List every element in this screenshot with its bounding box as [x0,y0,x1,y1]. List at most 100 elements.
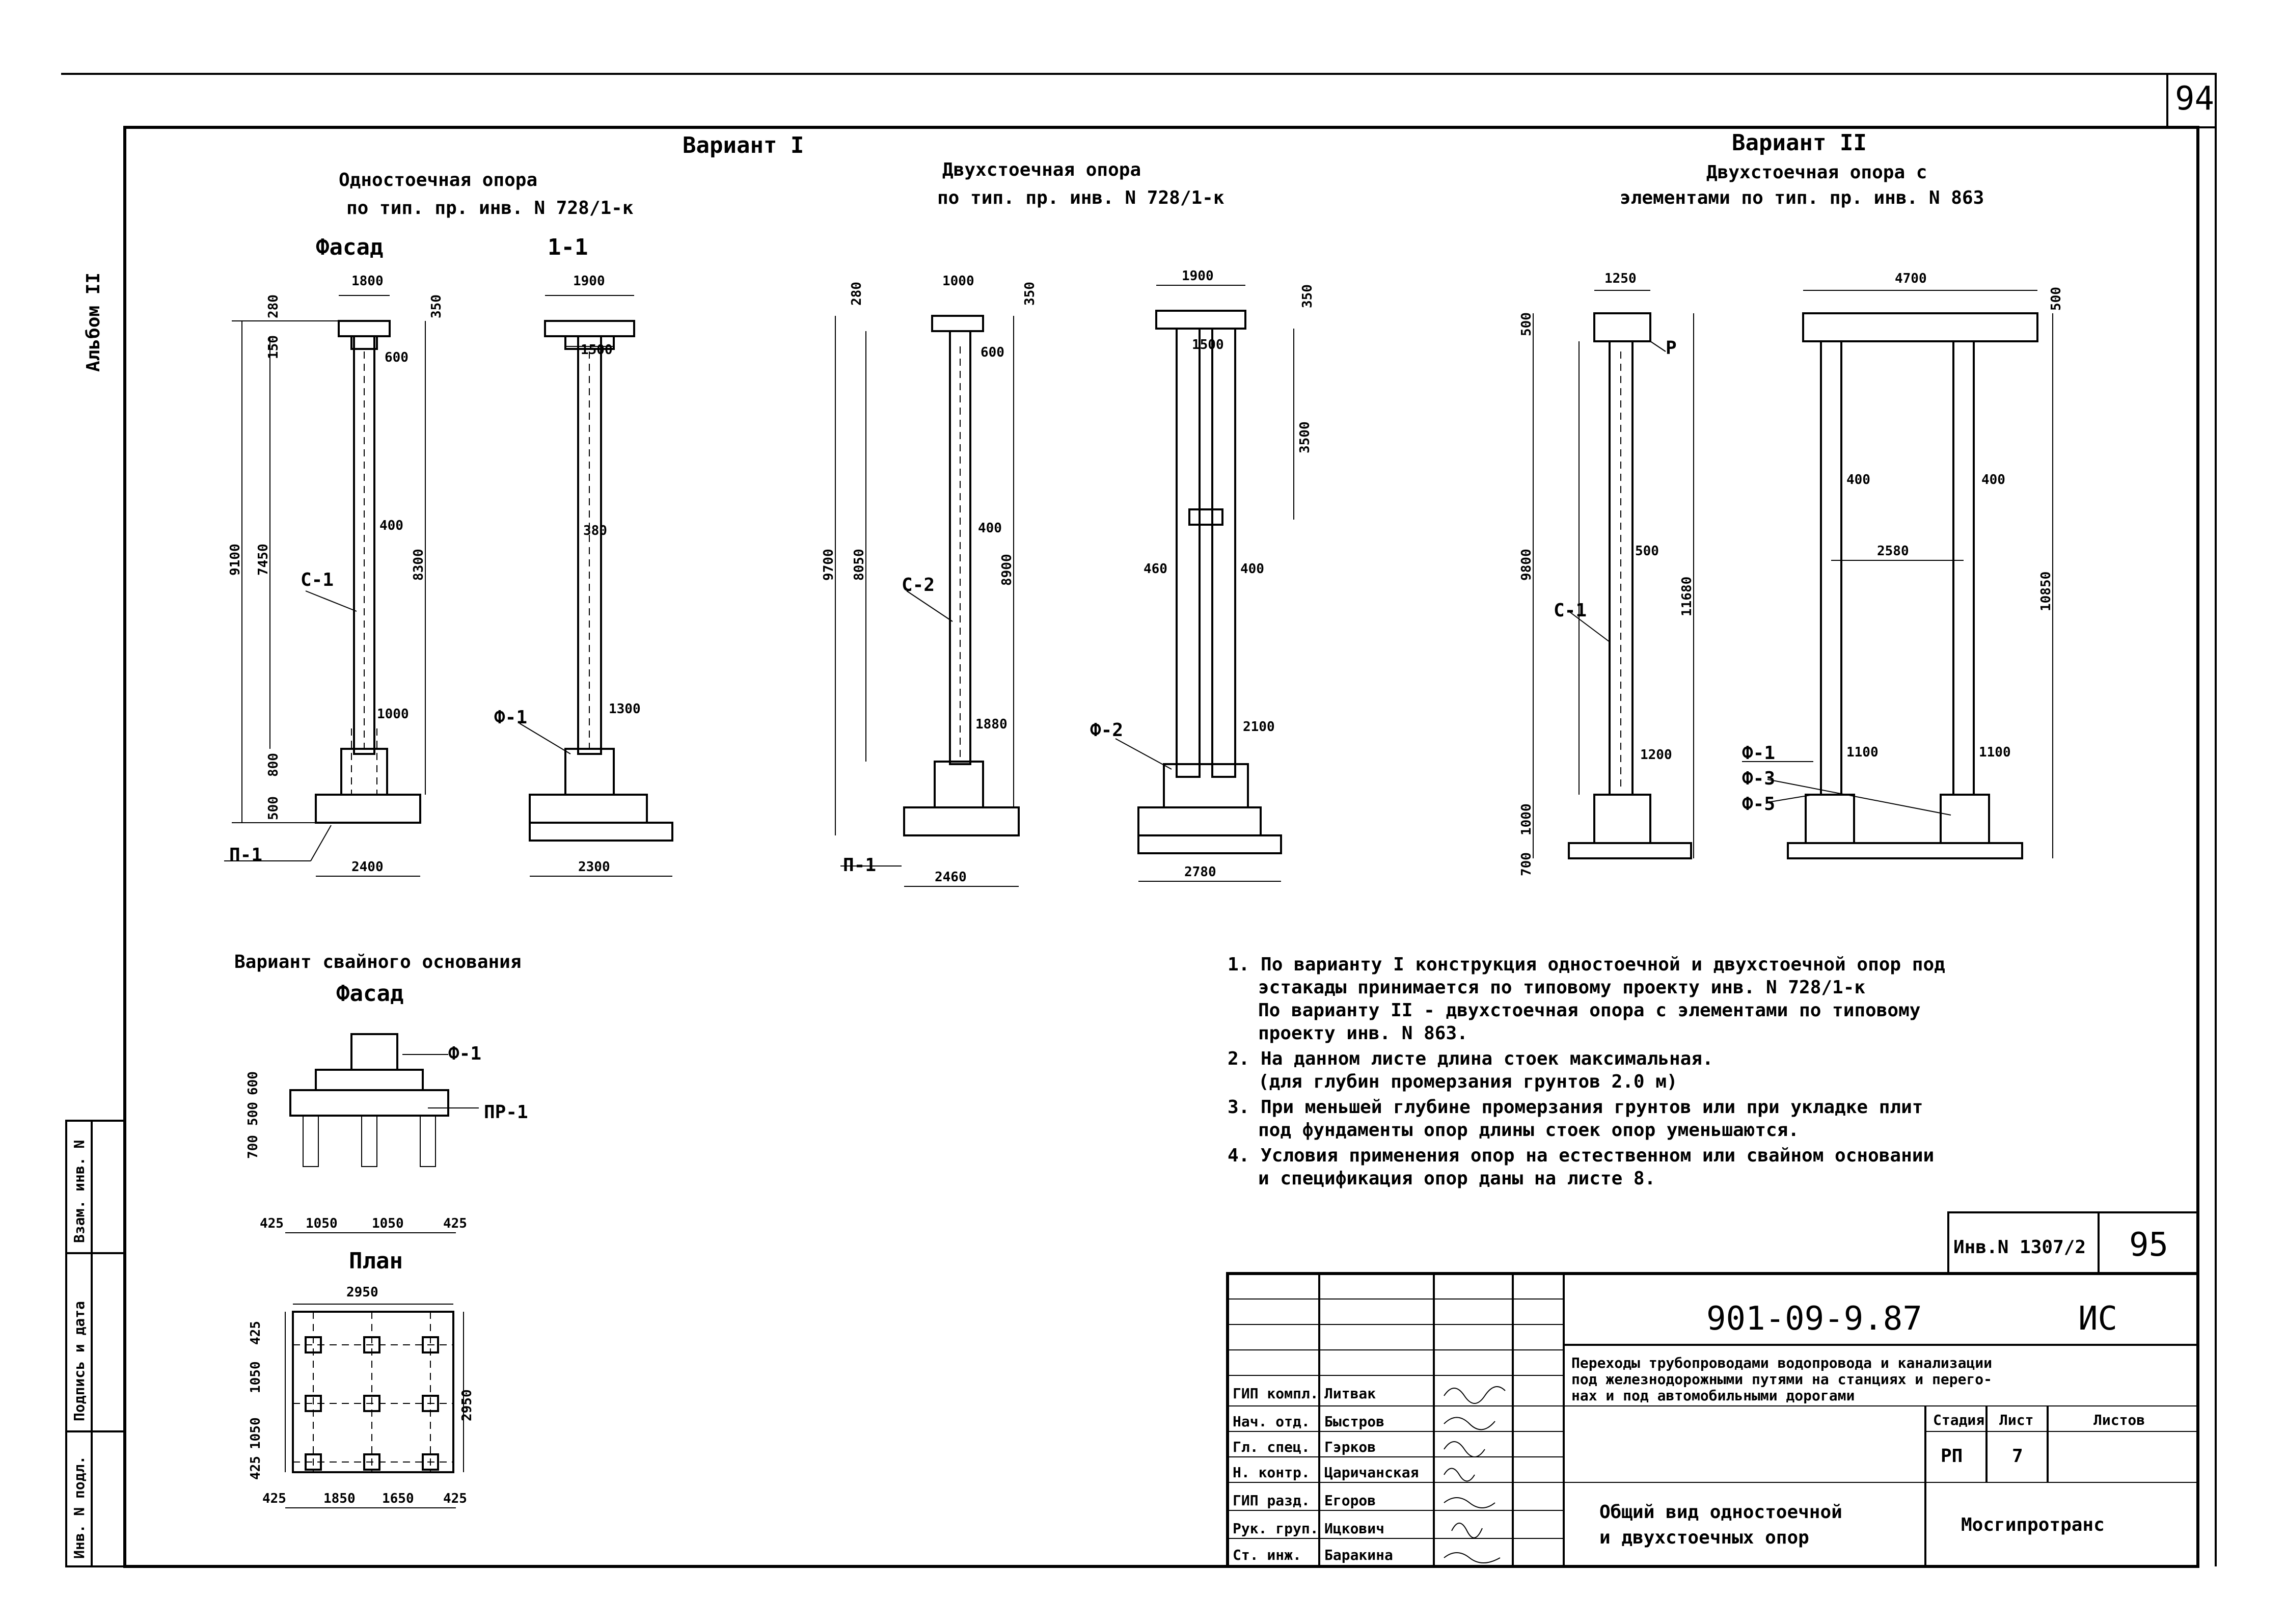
signature-scribble [1444,1386,1506,1404]
dim-400: 400 [379,518,403,533]
v2-frame-post-right [1952,340,1975,796]
dim-150: 150 [266,335,281,359]
side-base [1137,834,1282,854]
tb-sheets-label: Листов [2093,1412,2145,1428]
mark-c2: С-2 [902,575,935,596]
frame-border [123,126,2199,1568]
v2-post [1609,340,1634,796]
title-block-frame [1226,1272,2199,1568]
tb-person-name: Быстров [1324,1413,1384,1430]
double-support-facade: 1000 280 350 600 9700 8050 8900 400 1880… [821,274,1038,887]
tb-person-name: Ицкович [1324,1520,1384,1537]
note-line: 2. На данном листе длина стоек максималь… [1228,1048,1713,1069]
v2-frame-dim-10850: 10850 [2038,572,2054,611]
mark-f5: Ф-5 [1742,794,1775,815]
tb-person-role: ГИП компл. [1233,1385,1319,1402]
tb-person-role: ГИП разд. [1233,1492,1310,1509]
note-line: По варианту II - двухстоечная опора с эл… [1258,1000,1920,1021]
mark-p1: П-1 [229,845,262,865]
plan-dim-425-top: 425 [248,1321,263,1345]
v2-dim-500: 500 [1519,312,1534,336]
v2-frame-dim-500: 500 [2049,287,2064,311]
dim-500: 500 [266,796,281,820]
section-dim-1900: 1900 [573,274,605,289]
leader-p1-tip [310,825,332,861]
plan-dim-1650: 1650 [382,1491,414,1506]
plan-pile [305,1453,322,1471]
note-line: (для глубин промерзания грунтов 2.0 м) [1258,1071,1678,1092]
plan-dim-1050-mid: 1050 [248,1417,263,1449]
side-dim-400: 400 [1240,561,1264,577]
v2-frame-dim-4700: 4700 [1895,271,1927,286]
tb-sheet: 7 [2012,1446,2023,1467]
side-slab [1137,806,1262,836]
v2-dim-11680: 11680 [1679,577,1695,616]
variant2-title-line1: Двухстоечная опора с [1706,162,1927,183]
pile-plan-label: План [349,1248,403,1274]
dim-600: 600 [385,350,409,365]
plan-pile [363,1336,380,1354]
crossbar-cap [338,320,391,337]
single-support-facade: 1800 280 350 150 600 9100 7450 8300 400 … [224,274,444,877]
section-slab [529,794,648,824]
v2-glass [1593,794,1651,844]
title-block: 901-09-9.87 ИС Переходы трубопроводами в… [1226,1272,2199,1568]
side-strut [1188,508,1223,526]
variant2-title: Вариант II [1732,130,1867,156]
dim-800: 800 [266,753,281,777]
tb-stage-label: Стадия [1933,1412,1984,1428]
tb-code-suffix: ИС [2078,1300,2117,1338]
pile-3 [420,1115,436,1167]
note-line: 1. По варианту I конструкция одностоечно… [1228,954,1945,975]
single-support-title: Одностоечная опора [339,170,537,191]
plan-dim-1050-top: 1050 [248,1361,263,1393]
v2-frame-dim-2580: 2580 [1877,544,1909,559]
mark-f2: Ф-2 [1090,720,1123,741]
inv-stamp-number: Инв.N 1307/2 [1953,1237,2086,1258]
tb-person-name: Литвак [1324,1385,1376,1402]
tb-project-title: нах и под автомобильными дорогами [1571,1387,1855,1404]
side-dim-460: 460 [1144,561,1167,577]
signature-scribble [1444,1552,1501,1563]
cap-bearing [350,335,378,350]
pile-footing-glass [350,1033,398,1071]
v2-slab [1568,842,1692,859]
footing-glass [340,748,388,796]
dim-8300: 8300 [411,549,426,581]
section-post [577,335,602,755]
note-line: 4. Условия применения опор на естественн… [1228,1145,1934,1166]
side-cap [1155,310,1246,330]
double-support-title: Двухстоечная опора [942,159,1141,180]
note-line: под фундаменты опор длины стоек опор уме… [1258,1120,1799,1141]
note-line: эстакады принимается по типовому проекту… [1258,977,1865,998]
dim-9100: 9100 [228,544,243,576]
section-cap [544,320,635,337]
double-cap [931,315,984,332]
double-dim-8900: 8900 [999,554,1015,586]
variant2-frame-view: 4700 500 400 400 2580 10850 1100 1100 Ф-… [1742,271,2064,859]
mark-p1-double: П-1 [843,855,876,876]
tb-drawing-title: Общий вид одностоечной [1599,1502,1842,1523]
mark-f1-section: Ф-1 [494,707,527,728]
dim-2400: 2400 [351,859,384,875]
signature-scribble [1444,1497,1495,1508]
plan-pile [305,1395,322,1412]
tb-person-name: Егоров [1324,1492,1376,1509]
section-dim-380: 380 [583,523,607,538]
v2-crossbar [1802,312,2038,342]
plan-piles [305,1336,439,1471]
plan-dim-1850: 1850 [323,1491,356,1506]
dim-7450: 7450 [256,544,271,576]
tb-signatures [1444,1386,1506,1563]
variant2-title-line2: элементами по тип. пр. инв. N 863 [1620,187,1984,208]
tb-code: 901-09-9.87 [1706,1300,1922,1338]
double-dim-2460: 2460 [935,870,967,885]
plan-dim-425-left: 425 [262,1491,286,1506]
side-dim-2100: 2100 [1243,719,1275,735]
pile-2 [361,1115,377,1167]
plan-dim-425-right: 425 [443,1491,467,1506]
note-line: 3. При меньшей глубине промерзания грунт… [1228,1097,1923,1118]
section-base [529,822,673,842]
v2-frame-slab [1787,842,2023,859]
pile-dim-500: 500 [246,1102,261,1126]
